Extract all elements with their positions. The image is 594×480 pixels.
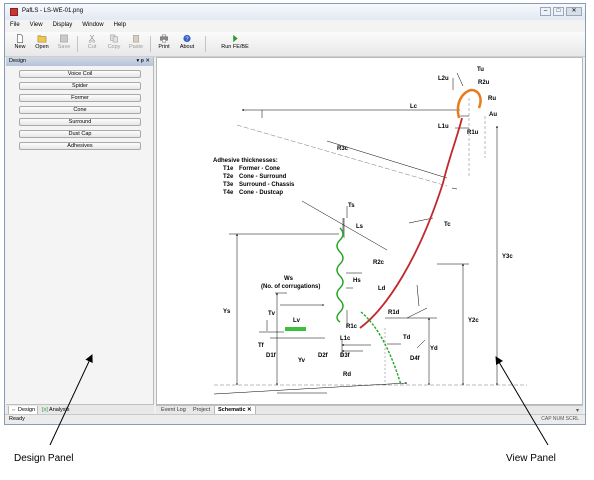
app-icon [10,8,18,16]
window-title: PafLS - LS-WE-01.png [22,8,84,14]
title-bar: PafLS - LS-WE-01.png – □ ✕ [5,4,585,21]
label-lv: Lv [293,318,301,324]
label-r1u: R1u [467,130,479,136]
design-panel-title: Design [9,58,27,64]
run-icon [233,34,238,43]
label-r1d: R1d [388,310,400,316]
cut-icon [88,34,96,43]
design-panel-header: Design ▾ ᵽ ✕ [6,57,153,66]
label-yd: Yd [430,346,438,352]
cut-button[interactable]: Cut [81,34,103,54]
adhesive-code-2: T2e [223,174,234,180]
close-tab-icon[interactable]: ✕ [247,407,252,413]
label-d1f: D1f [266,353,277,359]
view-panel-callout: View Panel [506,453,556,464]
menu-bar: File View Display Window Help [5,20,585,32]
label-ys: Ys [223,309,231,315]
label-td: Td [403,335,411,341]
menu-file[interactable]: File [10,22,20,28]
label-ls: Ls [356,224,364,230]
view-panel: Adhesive thicknesses: T1e Former - Cone … [156,57,583,405]
label-hs: Hs [353,278,361,284]
adhesive-desc-4: Cone - Dustcap [239,190,283,196]
adhesive-code-1: T1e [223,166,234,172]
print-button[interactable]: Print [153,34,175,54]
adhesives-button[interactable]: Adhesives [19,142,141,150]
adhesive-code-4: T4e [223,190,234,196]
label-l1u: L1u [438,124,449,130]
tab-project[interactable]: Project [193,407,211,413]
panel-controls[interactable]: ▾ ᵽ ✕ [136,58,150,64]
adhesive-desc-3: Surround - Chassis [239,182,295,188]
toolbar: New Open Save Cut Copy Paste Print ? [5,32,585,57]
label-r1c: R1c [346,324,358,330]
label-r3c: R3c [337,146,349,152]
spider-button[interactable]: Spider [19,82,141,90]
copy-icon [110,34,118,43]
new-file-icon [16,34,24,43]
paste-icon [133,35,139,43]
label-tc: Tc [444,222,451,228]
save-button[interactable]: Save [53,34,75,54]
label-ru: Ru [488,96,496,102]
label-l2u: L2u [438,76,449,82]
surround-button[interactable]: Surround [19,118,141,126]
tabs-dropdown-icon[interactable]: ▾ [575,408,579,414]
design-panel: Design ▾ ᵽ ✕ Voice Coil Spider Former Co… [6,57,154,415]
status-bar: Ready CAP NUM SCRL [5,414,585,424]
adhesive-title: Adhesive thicknesses: [213,158,278,164]
dust-cap-button[interactable]: Dust Cap [19,130,141,138]
save-icon [60,34,68,43]
about-button[interactable]: ? About [176,34,198,54]
label-y3c: Y3c [502,254,513,260]
label-l1c: L1c [340,336,351,342]
tab-analysis[interactable]: [x] Analysis [42,407,70,413]
label-y2c: Y2c [468,318,479,324]
menu-help[interactable]: Help [113,22,126,28]
maximize-button[interactable]: □ [553,7,564,16]
label-ld: Ld [378,286,386,292]
print-icon [160,34,168,43]
copy-button[interactable]: Copy [103,34,125,54]
former-button[interactable]: Former [19,94,141,102]
design-panel-callout: Design Panel [14,453,74,464]
label-yv: Yv [298,358,306,364]
label-r2c: R2c [373,260,385,266]
svg-text:?: ? [186,37,189,43]
label-tv: Tv [268,311,276,317]
label-tf: Tf [258,343,265,349]
open-folder-icon [37,35,47,43]
label-d4f: D4f [410,356,421,362]
menu-display[interactable]: Display [52,22,73,28]
new-button[interactable]: New [9,34,31,54]
label-ts: Ts [348,203,355,209]
status-indicators: CAP NUM SCRL [541,416,579,422]
label-rd: Rd [343,372,351,378]
label-ws-note: (No. of corrugations) [261,284,320,290]
label-tu: Tu [477,67,484,73]
menu-view[interactable]: View [29,22,43,28]
paste-button[interactable]: Paste [125,34,147,54]
menu-window[interactable]: Window [82,22,104,28]
run-fe-be-button[interactable]: Run FE/BE [217,34,253,54]
open-button[interactable]: Open [31,34,53,54]
application-window: PafLS - LS-WE-01.png – □ ✕ File View Dis… [4,3,586,425]
adhesive-desc-2: Cone - Surround [239,174,287,180]
label-ws: Ws [284,276,294,282]
label-r2u: R2u [478,80,490,86]
schematic-drawing: Adhesive thicknesses: T1e Former - Cone … [213,67,527,395]
label-d3f: D3f [340,353,351,359]
adhesive-desc-1: Former - Cone [239,166,281,172]
label-au: Au [489,112,497,118]
cone-button[interactable]: Cone [19,106,141,114]
adhesive-code-3: T3e [223,182,234,188]
help-icon: ? [183,34,191,43]
label-d2f: D2f [318,353,329,359]
status-text: Ready [9,416,25,422]
close-button[interactable]: ✕ [566,7,582,16]
voice-coil-button[interactable]: Voice Coil [19,70,141,78]
label-lc: Lc [410,104,418,110]
minimize-button[interactable]: – [540,7,551,16]
tab-event-log[interactable]: Event Log [161,407,186,413]
